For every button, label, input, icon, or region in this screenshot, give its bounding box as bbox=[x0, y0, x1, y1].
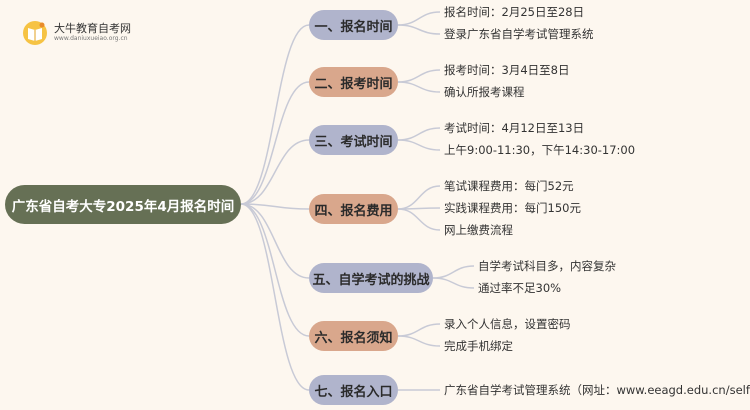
leaf-entry-url: 广东省自学考试管理系统（网址：www.eeagd.edu.cn/selfec/） bbox=[444, 383, 750, 397]
connector-root-topic-1 bbox=[240, 24, 310, 205]
connector-topic-3-leaf-1 bbox=[397, 127, 441, 141]
connector-root-topic-5 bbox=[240, 203, 310, 279]
connector-root-topic-2 bbox=[240, 81, 310, 205]
logo-title: 大牛教育自考网 bbox=[54, 22, 131, 35]
leaf-practical-fee: 实践课程费用：每门150元 bbox=[444, 201, 581, 215]
connector-topic-1-leaf-1 bbox=[397, 11, 441, 26]
leaf-written-fee: 笔试课程费用：每门52元 bbox=[444, 179, 574, 193]
leaf-login-system: 登录广东省自学考试管理系统 bbox=[444, 27, 594, 41]
leaf-pass-rate: 通过率不足30% bbox=[478, 281, 562, 295]
site-logo[interactable]: 大牛教育自考网 www.daniuxueiao.org.cn bbox=[22, 18, 132, 48]
topic-registration-notes[interactable]: 六、报名须知 bbox=[309, 321, 398, 351]
topic-registration-entry[interactable]: 七、报名入口 bbox=[309, 375, 398, 405]
book-logo-icon bbox=[23, 21, 47, 45]
topic-registration-fee[interactable]: 四、报名费用 bbox=[309, 194, 398, 224]
logo-url: www.daniuxueiao.org.cn bbox=[54, 35, 128, 42]
connector-topic-5-leaf-1 bbox=[432, 265, 475, 279]
leaf-exam-hours: 上午9:00-11:30，下午14:30-17:00 bbox=[444, 143, 636, 157]
connector-root-topic-4 bbox=[240, 203, 310, 210]
connector-topic-4-leaf-1 bbox=[397, 185, 441, 210]
connector-root-topic-6 bbox=[240, 203, 310, 337]
leaf-application-dates: 报考时间：3月4日至8日 bbox=[444, 63, 570, 77]
leaf-confirm-courses: 确认所报考课程 bbox=[444, 85, 525, 99]
connector-topic-1-leaf-2 bbox=[397, 24, 441, 35]
topic-self-study-challenges[interactable]: 五、自学考试的挑战 bbox=[309, 263, 433, 293]
connector-topic-2-leaf-1 bbox=[397, 69, 441, 83]
leaf-exam-dates: 考试时间：4月12日至13日 bbox=[444, 121, 585, 135]
connector-root-topic-7 bbox=[240, 203, 310, 391]
topic-exam-application-time[interactable]: 二、报考时间 bbox=[309, 67, 398, 97]
connector-root-topic-3 bbox=[240, 139, 310, 205]
connector-topic-6-leaf-2 bbox=[397, 335, 441, 347]
leaf-registration-dates: 报名时间：2月25日至28日 bbox=[444, 5, 585, 19]
root-topic[interactable]: 广东省自考大专2025年4月报名时间 bbox=[5, 185, 241, 224]
topic-registration-time[interactable]: 一、报名时间 bbox=[309, 10, 398, 40]
connector-topic-6-leaf-1 bbox=[397, 323, 441, 337]
leaf-bind-phone: 完成手机绑定 bbox=[444, 339, 513, 353]
connector-topic-3-leaf-2 bbox=[397, 139, 441, 151]
topic-exam-time[interactable]: 三、考试时间 bbox=[309, 125, 398, 155]
connector-topic-2-leaf-2 bbox=[397, 81, 441, 93]
leaf-online-payment: 网上缴费流程 bbox=[444, 223, 513, 237]
leaf-many-subjects: 自学考试科目多，内容复杂 bbox=[478, 259, 616, 273]
connector-topic-5-leaf-2 bbox=[432, 277, 475, 289]
connector-topic-4-leaf-3 bbox=[397, 208, 441, 231]
leaf-enter-info: 录入个人信息，设置密码 bbox=[444, 317, 571, 331]
